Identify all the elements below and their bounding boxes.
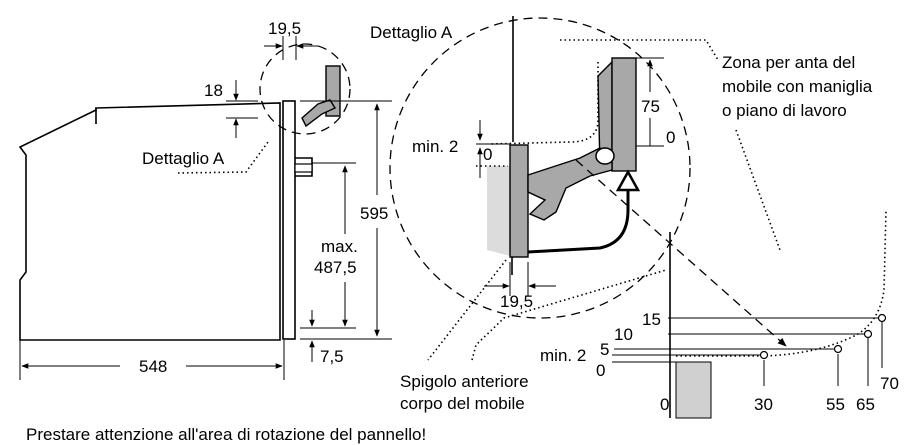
y-label-10: 10 bbox=[614, 325, 633, 344]
detail-a-enlarged: Dettaglio A min. 2 0 75 0 bbox=[370, 16, 781, 361]
detail-19-5: 19,5 bbox=[500, 292, 533, 311]
dim-19-5-top: 19,5 bbox=[268, 19, 301, 38]
furniture-door bbox=[611, 57, 637, 172]
handle bbox=[294, 163, 313, 173]
y-label-5: 5 bbox=[600, 340, 609, 359]
dim-7-5: 7,5 bbox=[320, 347, 344, 366]
y-label-min2: min. 2 bbox=[540, 346, 586, 365]
x-label-0: 0 bbox=[660, 395, 669, 414]
oven-front-panel bbox=[509, 144, 529, 258]
detail-min2: min. 2 bbox=[412, 137, 458, 156]
detail-0-left: 0 bbox=[483, 145, 492, 164]
dim-548: 548 bbox=[139, 357, 167, 376]
zone-label-3: o piano di lavoro bbox=[722, 101, 847, 120]
front-panel bbox=[282, 100, 296, 340]
detail-75: 75 bbox=[641, 97, 660, 116]
y-label-0: 0 bbox=[596, 361, 605, 380]
detail-a-top-label: Dettaglio A bbox=[370, 23, 453, 42]
zone-label-2: mobile con maniglia bbox=[722, 77, 873, 96]
zone-label-1: Zona per anta del bbox=[722, 53, 855, 72]
dim-max-value: 487,5 bbox=[314, 258, 357, 277]
detail-a-circle-small bbox=[259, 43, 351, 135]
left-dimensions: 19,5 18 595 max. 487,5 7,5 548 Dettaglio… bbox=[19, 19, 392, 380]
x-label-30: 30 bbox=[754, 395, 773, 414]
detail-a-circle-large bbox=[389, 17, 691, 319]
dim-18: 18 bbox=[204, 81, 223, 100]
x-label-70: 70 bbox=[880, 374, 899, 393]
y-label-15: 15 bbox=[642, 310, 661, 329]
detail-a-side-label: Dettaglio A bbox=[142, 149, 225, 168]
x-label-55: 55 bbox=[826, 395, 845, 414]
edge-label-1: Spigolo anteriore bbox=[400, 372, 529, 391]
x-label-65: 65 bbox=[856, 395, 875, 414]
dim-max-label: max. bbox=[321, 237, 358, 256]
detail-0-right: 0 bbox=[666, 128, 675, 147]
dim-595: 595 bbox=[360, 204, 388, 223]
footer-warning: Prestare attenzione all'area di rotazion… bbox=[26, 425, 426, 444]
appliance-side-view bbox=[18, 43, 351, 341]
swing-graph: 15 10 5 min. 2 0 0 30 55 65 70 bbox=[540, 159, 899, 419]
edge-label-2: corpo del mobile bbox=[400, 394, 525, 413]
